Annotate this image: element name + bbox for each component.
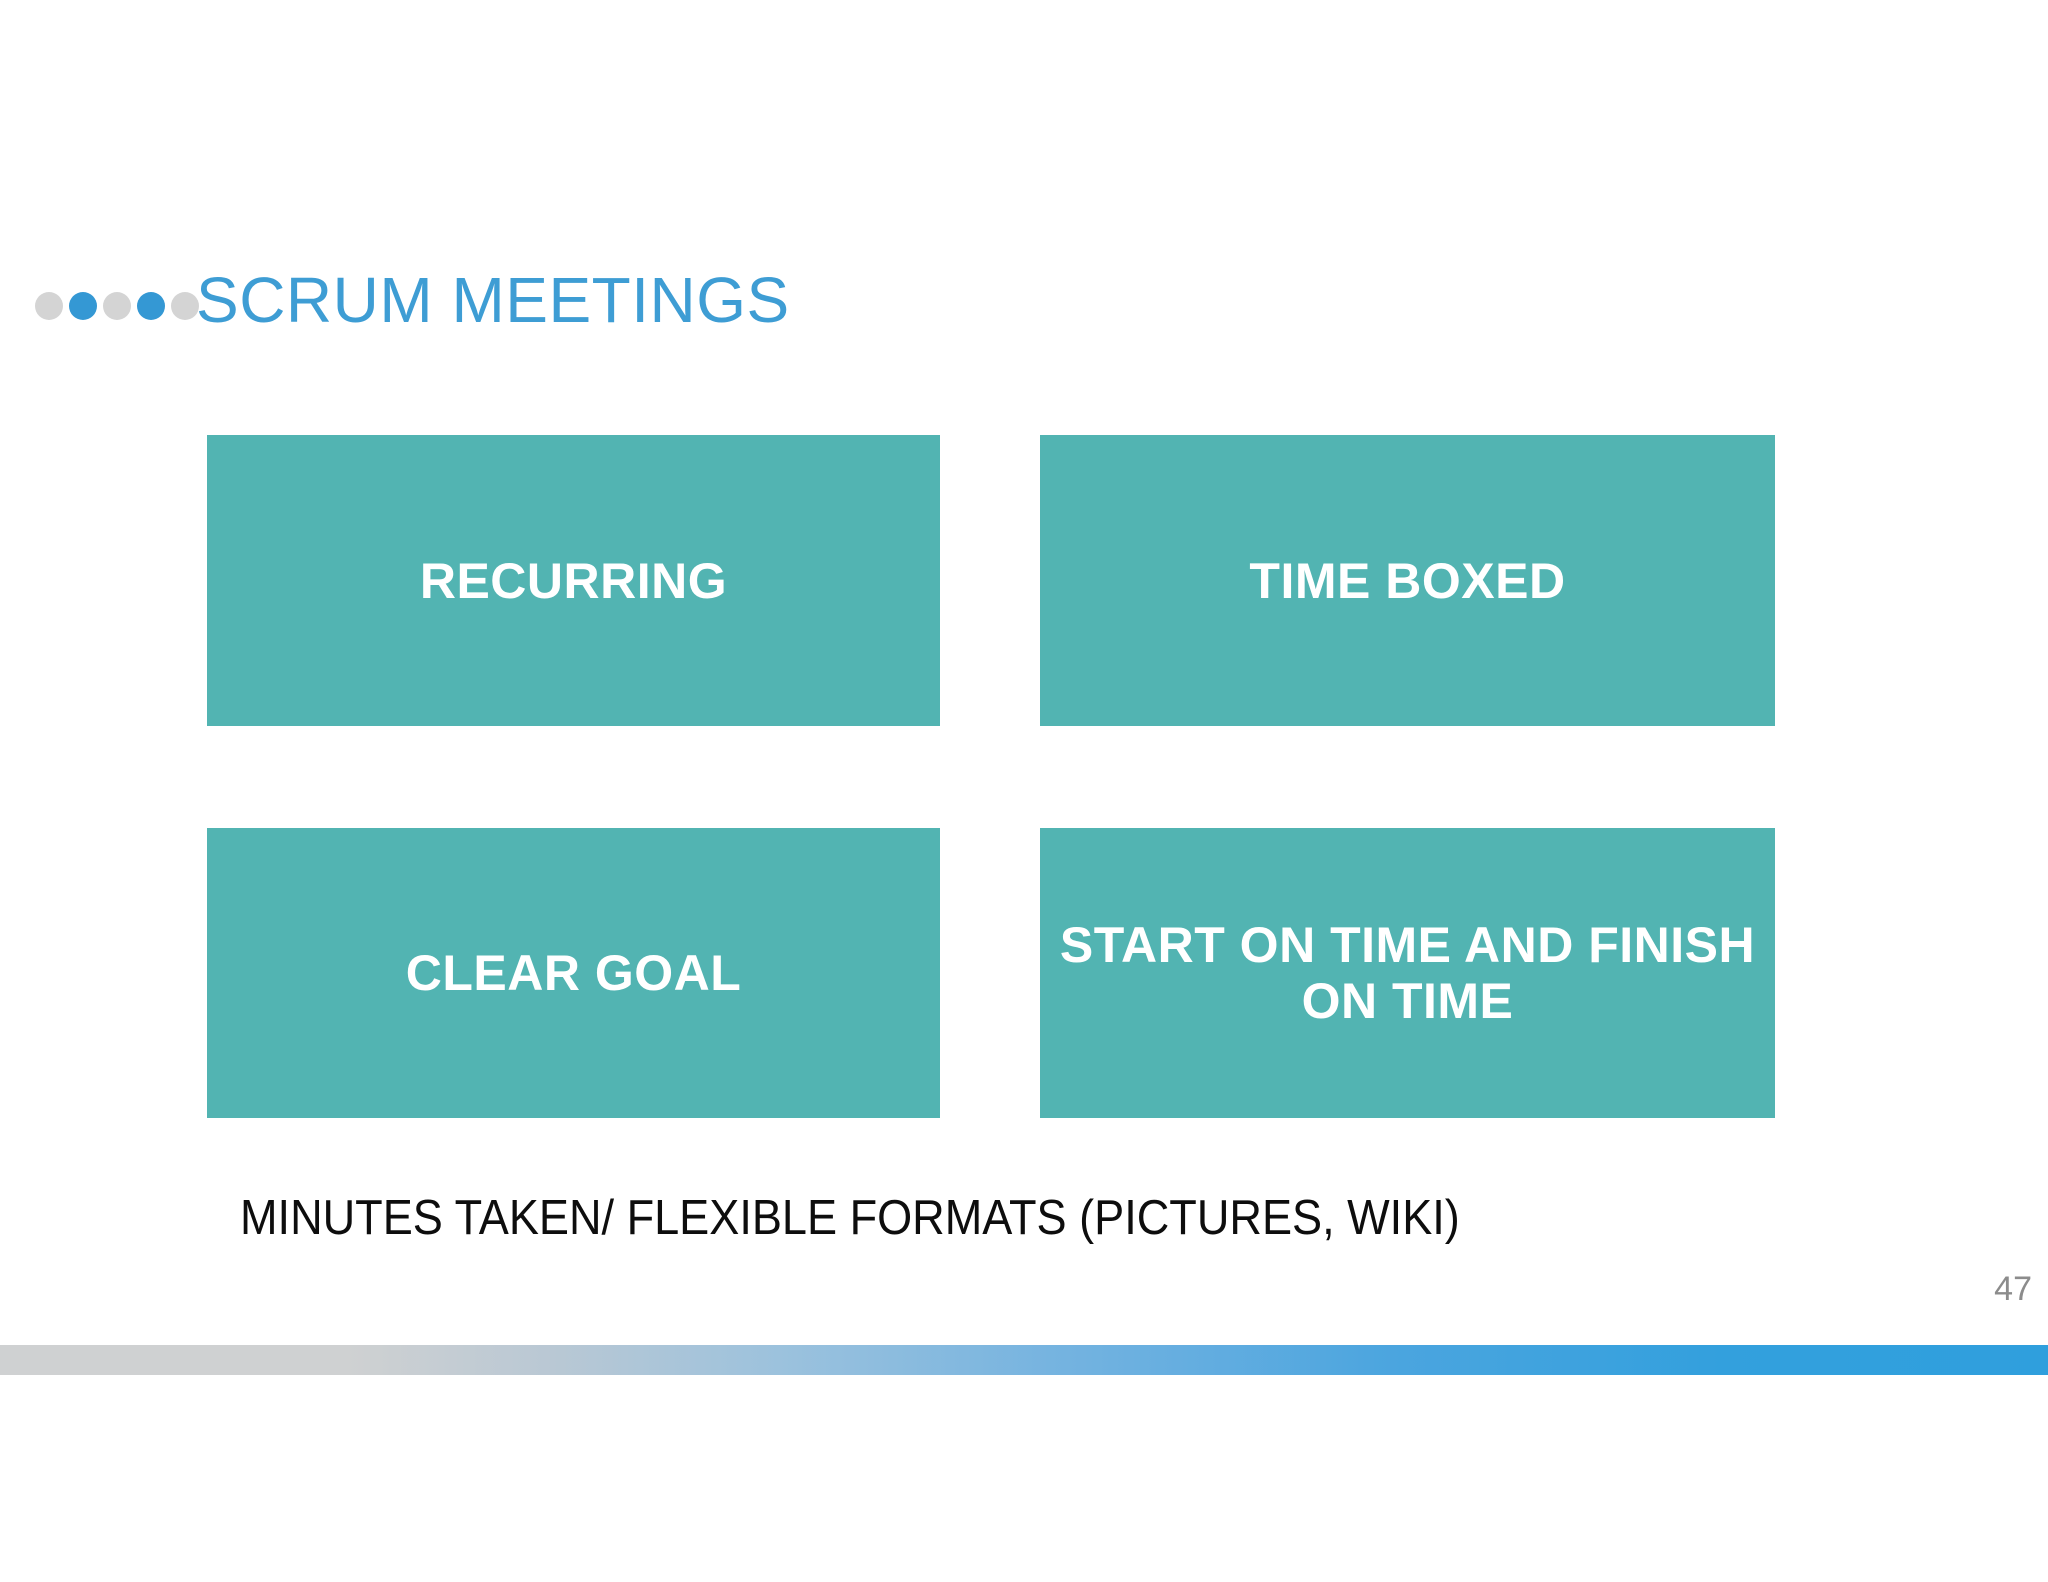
slide-number: 47 — [1994, 1270, 2032, 1308]
concept-box-label: CLEAR GOAL — [405, 945, 742, 1001]
slide-title-block: SCRUM MEETINGS — [0, 255, 2048, 345]
footer-gradient-bar — [0, 1345, 2048, 1375]
bullet-dot-icon-4 — [137, 292, 165, 320]
slide-caption: MINUTES TAKEN/ FLEXIBLE FORMATS (PICTURE… — [240, 1191, 1460, 1245]
concept-box-label: START ON TIME AND FINISH ON TIME — [1059, 917, 1756, 1029]
bullet-dot-icon-2 — [69, 292, 97, 320]
page-title: SCRUM MEETINGS — [196, 264, 790, 336]
bullet-dot-icon-1 — [35, 292, 63, 320]
concept-box-start-on-time: START ON TIME AND FINISH ON TIME — [1040, 828, 1775, 1118]
concept-box-label: TIME BOXED — [1249, 552, 1566, 609]
concept-box-time-boxed: TIME BOXED — [1040, 435, 1775, 726]
concept-box-clear-goal: CLEAR GOAL — [207, 828, 940, 1118]
concept-box-recurring: RECURRING — [207, 435, 940, 726]
title-bullet-dots — [35, 292, 199, 320]
bullet-dot-icon-5 — [171, 292, 199, 320]
concept-box-label: RECURRING — [419, 552, 728, 609]
bullet-dot-icon-3 — [103, 292, 131, 320]
